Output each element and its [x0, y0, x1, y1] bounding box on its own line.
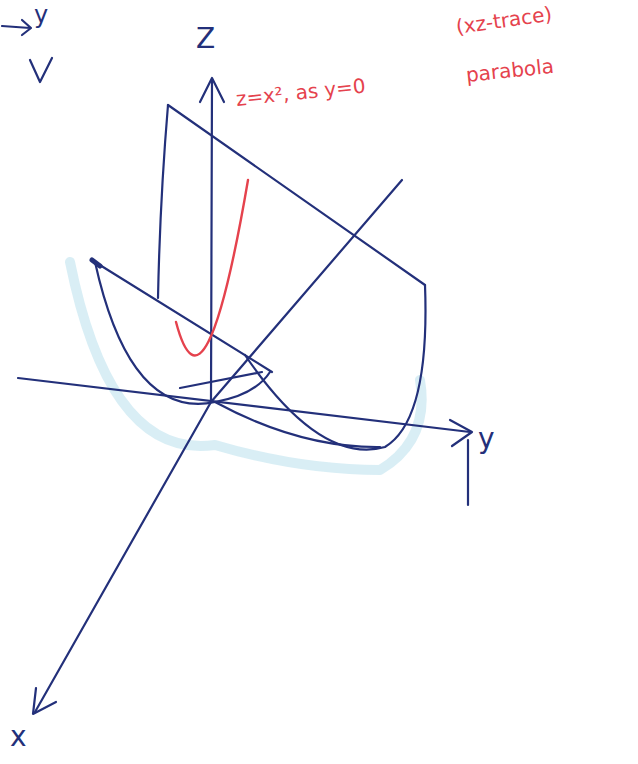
trace-equation: z=x², as y=0 [235, 74, 367, 109]
axis-label: y [34, 2, 48, 28]
axis-label: y [478, 424, 495, 455]
trace-note: (xz-trace) [454, 3, 553, 38]
axis-label: x [10, 722, 27, 753]
trace-note: parabola [465, 55, 555, 86]
axis-label: Z [196, 24, 215, 55]
